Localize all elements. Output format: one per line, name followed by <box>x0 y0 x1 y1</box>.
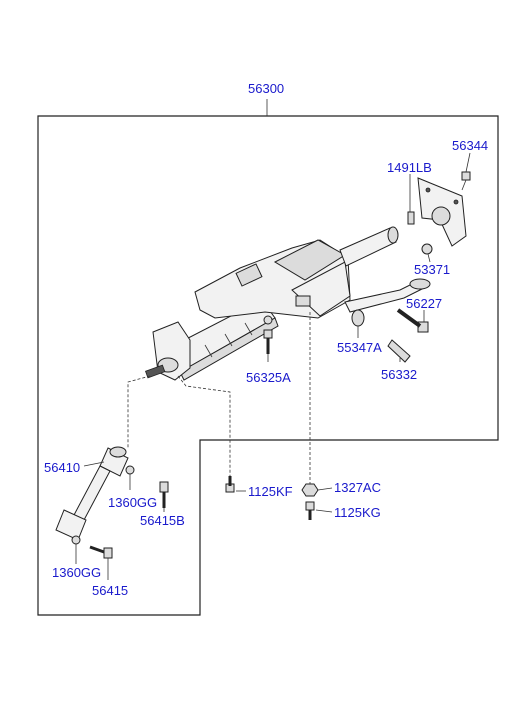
label-1327AC: 1327AC <box>334 480 381 495</box>
label-56415B: 56415B <box>140 513 185 528</box>
label-1360GG-upper: 1360GG <box>108 495 157 510</box>
label-56300: 56300 <box>248 81 284 96</box>
assembly-frame <box>37 115 499 616</box>
label-1125KF: 1125KF <box>248 484 293 499</box>
label-56227: 56227 <box>406 296 442 311</box>
intermediate-shaft <box>55 446 169 559</box>
label-56344: 56344 <box>452 138 488 153</box>
label-55347A: 55347A <box>337 340 382 355</box>
label-53371: 53371 <box>414 262 450 277</box>
steering-column <box>145 177 467 381</box>
label-56325A: 56325A <box>246 370 291 385</box>
label-1360GG-lower: 1360GG <box>52 565 101 580</box>
label-56415: 56415 <box>92 583 128 598</box>
dashed-link-1 <box>127 375 151 448</box>
fasteners <box>225 171 471 520</box>
leader-lines <box>75 152 471 580</box>
label-1125KG: 1125KG <box>334 505 381 520</box>
label-56410: 56410 <box>44 460 80 475</box>
dashed-link-2 <box>177 375 231 476</box>
label-1491LB: 1491LB <box>387 160 432 175</box>
label-56332: 56332 <box>381 367 417 382</box>
